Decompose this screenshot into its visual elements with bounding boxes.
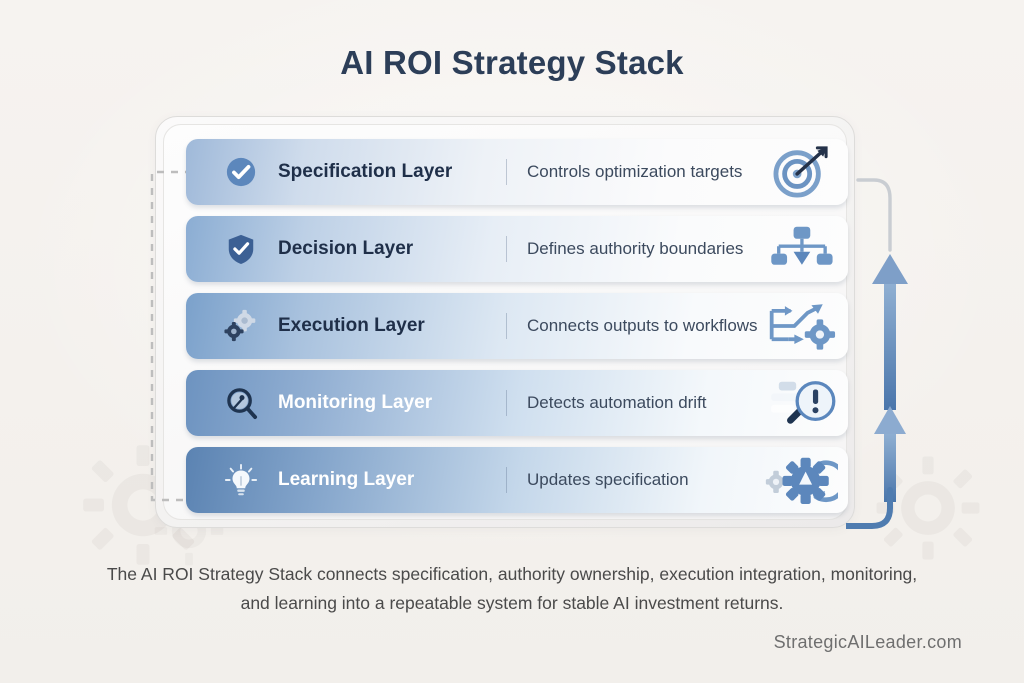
- layer-row[interactable]: Learning Layer Updates specification: [186, 447, 848, 513]
- layer-description: Connects outputs to workflows: [527, 316, 758, 335]
- gear-refresh-icon: [764, 452, 838, 508]
- row-divider: [506, 390, 507, 416]
- feedback-arrow-lower: [874, 406, 906, 502]
- target-arrow-icon: [764, 144, 838, 200]
- caption-text: The AI ROI Strategy Stack connects speci…: [106, 564, 918, 613]
- layer-description: Detects automation drift: [527, 393, 707, 412]
- layer-row[interactable]: Specification Layer Controls optimizatio…: [186, 139, 848, 205]
- layer-description: Updates specification: [527, 470, 689, 489]
- layer-name: Decision Layer: [278, 238, 414, 259]
- page-title: AI ROI Strategy Stack: [340, 44, 684, 81]
- gear-watermark-right-icon: [876, 456, 980, 560]
- check-circle-icon: [224, 155, 258, 189]
- layer-row[interactable]: Decision Layer Defines authority boundar…: [186, 216, 848, 282]
- layer-row[interactable]: Execution Layer Connects outputs to work…: [186, 293, 848, 359]
- layer-stack: Specification Layer Controls optimizatio…: [186, 139, 848, 524]
- feedback-arrow-upper: [872, 254, 908, 410]
- feedback-arrow-flow: [846, 178, 908, 529]
- layer-description: Controls optimization targets: [527, 162, 743, 181]
- magnifier-icon: [224, 386, 258, 420]
- layer-name: Monitoring Layer: [278, 392, 433, 413]
- row-divider: [506, 467, 507, 493]
- layer-name: Execution Layer: [278, 315, 425, 336]
- layer-name: Learning Layer: [278, 469, 415, 490]
- row-divider: [506, 313, 507, 339]
- layer-description: Defines authority boundaries: [527, 239, 744, 258]
- footer-brand: StrategicAILeader.com: [773, 632, 962, 652]
- shield-check-icon: [224, 232, 258, 266]
- workflow-arrows-gear-icon: [764, 298, 838, 354]
- alert-magnifier-icon: [764, 375, 838, 431]
- hierarchy-chart-icon: [764, 221, 838, 277]
- row-divider: [506, 159, 507, 185]
- gears-icon: [224, 309, 258, 343]
- row-divider: [506, 236, 507, 262]
- lightbulb-icon: [224, 463, 258, 497]
- layer-row[interactable]: Monitoring Layer Detects automation drif…: [186, 370, 848, 436]
- layer-name: Specification Layer: [278, 161, 453, 182]
